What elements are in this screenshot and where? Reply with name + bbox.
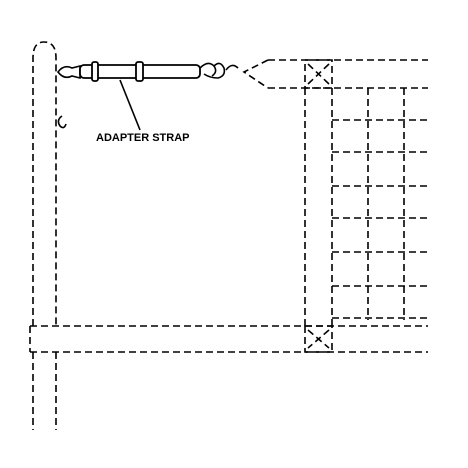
- strap-buckle-left: [91, 61, 99, 82]
- strap-left-loop: [56, 64, 81, 80]
- strap-hook-icon: [199, 62, 226, 79]
- adapter-strap-label: ADAPTER STRAP: [96, 132, 190, 144]
- left-post-outline: [32, 41, 57, 326]
- label-leader: [119, 79, 141, 131]
- strap-buckle-middle: [135, 61, 144, 82]
- top-beam: [268, 59, 428, 89]
- left-post-lower: [32, 352, 57, 430]
- post-ring: [57, 115, 67, 129]
- right-post: [304, 88, 333, 326]
- bottom-beam: [29, 325, 428, 353]
- strap-open-hook: [225, 64, 239, 71]
- beam-end-clip: [242, 59, 269, 89]
- top-connector: [304, 59, 333, 89]
- adapter-strap: [56, 61, 239, 82]
- bottom-connector: [304, 325, 333, 353]
- net-grid: [332, 88, 428, 320]
